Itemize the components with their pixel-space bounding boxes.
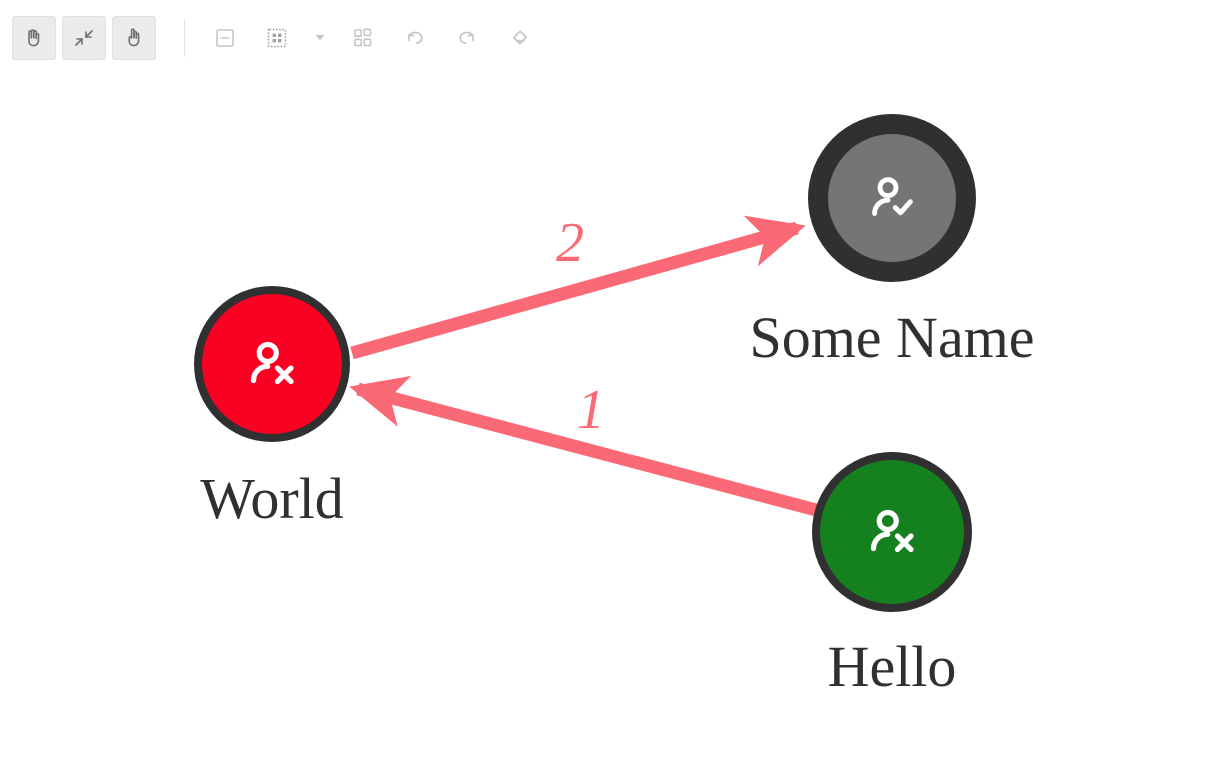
chevron-down-icon xyxy=(313,30,327,47)
graph-canvas[interactable]: 2 1 xyxy=(0,76,1223,761)
grid-layout-icon xyxy=(352,27,374,49)
select-move-tool-button[interactable] xyxy=(112,16,156,60)
undo-arrow-icon xyxy=(403,26,427,50)
toolbar-mode-group xyxy=(12,16,162,60)
node-some-name-fill xyxy=(828,134,956,262)
fit-to-screen-button[interactable] xyxy=(62,16,106,60)
edge-labels-layer: 2 1 xyxy=(556,212,605,441)
compress-arrows-icon xyxy=(72,26,96,50)
edge-world-to-some-name[interactable] xyxy=(350,215,806,360)
toolbar-action-group xyxy=(203,16,549,60)
collapse-button[interactable] xyxy=(203,16,247,60)
edge-label-2[interactable]: 2 xyxy=(556,212,584,274)
node-label-hello[interactable]: Hello xyxy=(828,634,957,699)
minus-square-icon xyxy=(214,27,236,49)
hand-pointer-icon xyxy=(122,26,146,50)
node-world[interactable] xyxy=(194,286,350,442)
redo-button[interactable] xyxy=(445,16,489,60)
user-x-icon xyxy=(870,509,914,553)
pan-tool-button[interactable] xyxy=(12,16,56,60)
edge-label-1[interactable]: 1 xyxy=(577,379,605,441)
graph-svg: 2 1 xyxy=(194,114,1035,699)
hand-open-icon xyxy=(22,26,46,50)
redo-arrow-icon xyxy=(455,26,479,50)
node-labels-layer: World Some Name Hello xyxy=(200,305,1034,699)
node-label-some-name[interactable]: Some Name xyxy=(749,305,1034,370)
toolbar-divider xyxy=(184,19,185,57)
node-world-fill xyxy=(202,294,342,434)
user-check-icon xyxy=(872,177,913,216)
marquee-select-button[interactable] xyxy=(255,16,299,60)
edge-hello-to-world[interactable] xyxy=(349,375,822,518)
node-hello-fill xyxy=(820,460,964,604)
undo-button[interactable] xyxy=(393,16,437,60)
node-hello[interactable] xyxy=(812,452,972,612)
edges-layer xyxy=(349,215,822,518)
erase-button[interactable] xyxy=(497,16,541,60)
node-label-world[interactable]: World xyxy=(200,466,344,531)
eraser-icon xyxy=(507,26,531,50)
layout-button[interactable] xyxy=(341,16,385,60)
toolbar xyxy=(0,0,1223,76)
user-x-icon xyxy=(250,341,294,385)
node-some-name[interactable] xyxy=(808,114,976,282)
dotted-grid-select-icon xyxy=(266,27,288,49)
select-options-dropdown-button[interactable] xyxy=(307,16,333,60)
